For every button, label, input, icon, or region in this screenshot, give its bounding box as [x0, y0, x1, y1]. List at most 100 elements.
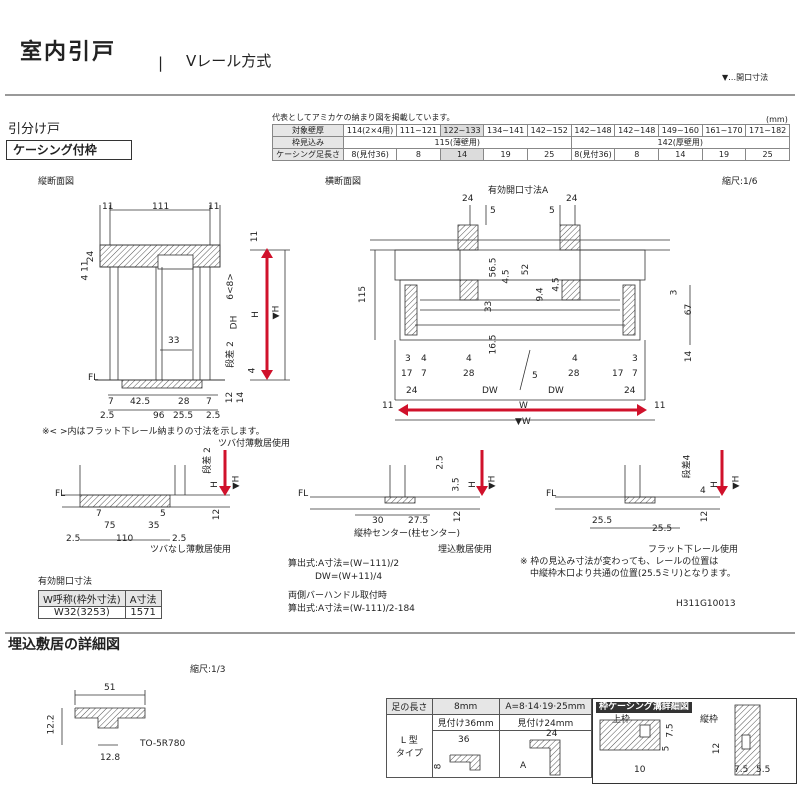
- dim: 25.5: [652, 524, 673, 534]
- dim: 11: [102, 202, 114, 212]
- sill-embedded-drawing: [310, 465, 480, 516]
- dim: 3: [669, 289, 680, 296]
- dim: 2.5: [172, 534, 187, 544]
- dim: 段差4: [682, 454, 693, 479]
- detail-title: 埋込敷居の詳細図: [8, 637, 120, 653]
- handle-title: 両側バーハンドル取付時: [288, 591, 387, 601]
- dim: 28: [463, 369, 475, 379]
- dim: 3.5: [451, 477, 462, 492]
- dim: 111: [152, 202, 170, 212]
- dim: W: [519, 401, 528, 411]
- spec-cell: 25: [526, 148, 572, 161]
- dim: 7.5: [665, 723, 676, 738]
- casing-type-cell: L 型 タイプ: [386, 714, 433, 778]
- spec-label: ケーシング足長さ: [271, 148, 345, 161]
- spec-cell: 8: [396, 148, 441, 161]
- dim: 30: [372, 516, 384, 526]
- dim: 5: [160, 509, 166, 519]
- casing-type-label: L 型: [400, 736, 418, 746]
- dim: 12: [212, 508, 223, 521]
- dim: 12.2: [46, 714, 57, 735]
- dim: H: [250, 311, 261, 318]
- dim: 17: [401, 369, 413, 379]
- dim: 4.5: [551, 277, 562, 292]
- dim: 12.8: [100, 753, 121, 763]
- groove-upper-label: 上枠: [612, 715, 631, 725]
- note-rail-2: 中縦枠木口より共通の位置(25.5ミリ)となります。: [530, 569, 736, 579]
- dim: 110: [116, 534, 134, 544]
- dim: 11: [208, 202, 220, 212]
- dim: 115: [358, 285, 369, 304]
- dim: 有効開口寸法A: [488, 186, 549, 196]
- dim: 56.5: [488, 257, 499, 278]
- dim: 12: [700, 510, 711, 523]
- dim: 5: [490, 206, 496, 216]
- opening-table-title: 有効開口寸法: [38, 577, 93, 587]
- dim: ▼H: [231, 475, 242, 490]
- label-tsubanashi: ツバなし薄敷居使用: [150, 545, 232, 555]
- formula-1: 算出式:A寸法=(W−111)/2: [288, 559, 400, 569]
- dim: FL: [546, 489, 557, 499]
- dim: FL: [298, 489, 309, 499]
- spec-cell: 8(見付36): [570, 148, 616, 161]
- spec-cell: 171~182: [745, 124, 790, 137]
- dim: 25.5: [592, 516, 613, 526]
- title-separator: |: [158, 54, 164, 72]
- casing-header: A=8·14·19·25mm: [498, 698, 593, 715]
- dim: 2.5: [435, 455, 446, 470]
- note-flat: ※< >内はフラット下レール納まりの寸法を示します。: [42, 427, 265, 437]
- dim: 6<8>: [225, 273, 236, 300]
- opening-header: W呼称(枠外寸法): [38, 590, 126, 607]
- groove-detail-box: [592, 698, 797, 784]
- vertical-section-drawing: [95, 205, 290, 411]
- spec-cell: 122~133: [439, 124, 485, 137]
- spec-unit: (mm): [766, 115, 788, 124]
- sill-tsuba-drawing: [62, 465, 230, 541]
- dim: 24: [624, 386, 636, 396]
- dim: 96: [153, 411, 165, 421]
- dim: 24: [566, 194, 578, 204]
- spec-cell: 111~121: [396, 124, 441, 137]
- dim: 段差 2: [225, 341, 236, 368]
- spec-cell: 25: [745, 148, 790, 161]
- dim: 4: [247, 367, 258, 374]
- embedded-sill-profile: [61, 690, 146, 746]
- label-flat-rail: フラット下レール使用: [648, 545, 739, 555]
- dim: 9.4: [535, 287, 546, 302]
- dim: 3: [405, 354, 411, 364]
- dim: 8: [433, 763, 444, 770]
- dim: H: [709, 481, 720, 488]
- dim: 4: [421, 354, 427, 364]
- spec-cell: 14: [658, 148, 703, 161]
- page-title: 室内引戸: [20, 40, 117, 65]
- dim: 35: [148, 521, 160, 531]
- product-type-label: ケーシング付枠: [13, 143, 97, 157]
- casing-sub: 見付け24mm: [498, 714, 593, 731]
- casing-type-label: タイプ: [395, 749, 423, 759]
- label-tsuba-use: ツバ付薄敷居使用: [218, 439, 291, 449]
- dim: 25.5: [173, 411, 194, 421]
- casing-header: 足の長さ: [386, 698, 433, 715]
- dim: ▼H: [271, 305, 282, 320]
- spec-cell: 142~148: [570, 124, 616, 137]
- dim: 7.5: [734, 765, 749, 775]
- dim: 27.5: [408, 516, 429, 526]
- page-subtitle: Vレール方式: [186, 52, 272, 70]
- dim: H: [467, 481, 478, 488]
- dim: DH: [229, 315, 240, 330]
- dim: DW: [548, 386, 564, 396]
- dim: 42.5: [130, 397, 151, 407]
- opening-header: A寸法: [124, 590, 162, 607]
- dim: FL: [88, 373, 99, 383]
- casing-drawing-cell: [498, 730, 593, 778]
- horizontal-section-drawing: [370, 205, 691, 421]
- spec-cell: 8: [614, 148, 660, 161]
- drawing-number: H311G10013: [676, 599, 736, 609]
- spec-cell: 14: [439, 148, 485, 161]
- dim: A: [520, 761, 527, 771]
- dim: 5: [661, 745, 672, 752]
- legend-note: ▼…開口寸法: [722, 73, 769, 82]
- spec-label: 対象壁厚: [271, 124, 345, 137]
- dim: ▼H: [487, 475, 498, 490]
